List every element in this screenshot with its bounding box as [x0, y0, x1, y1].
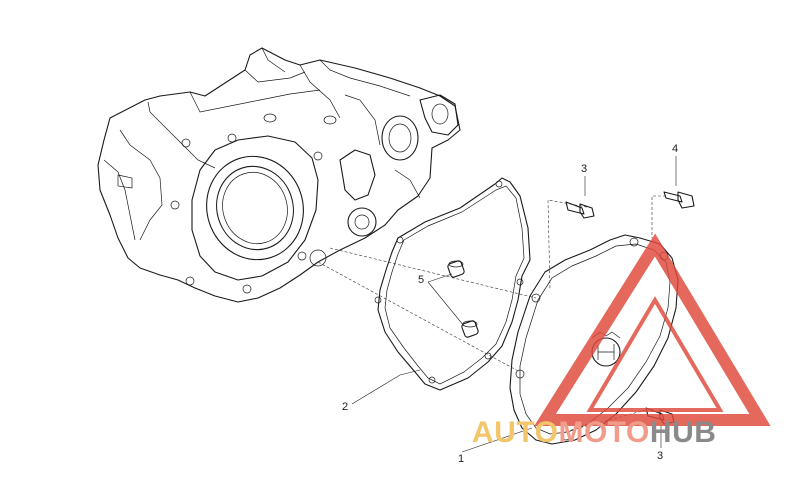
callout-3-bottom: 3	[657, 450, 663, 462]
watermark-moto: MOTO	[558, 416, 650, 449]
callout-4: 4	[672, 143, 678, 155]
callout-3-top: 3	[581, 163, 587, 175]
callout-1: 1	[458, 453, 464, 465]
callout-leaders	[351, 156, 677, 453]
crankcase-drawing	[97, 47, 461, 303]
callout-2: 2	[342, 401, 348, 413]
watermark-auto: AUTO	[472, 416, 559, 449]
watermark-triangle	[534, 233, 771, 426]
callout-5: 5	[418, 274, 424, 286]
automotohub-watermark: AUTOMOTOHUB	[472, 416, 716, 450]
bolts-drawing	[565, 191, 695, 425]
watermark-hub: HUB	[649, 416, 717, 449]
dowel-pins-drawing	[447, 260, 479, 338]
